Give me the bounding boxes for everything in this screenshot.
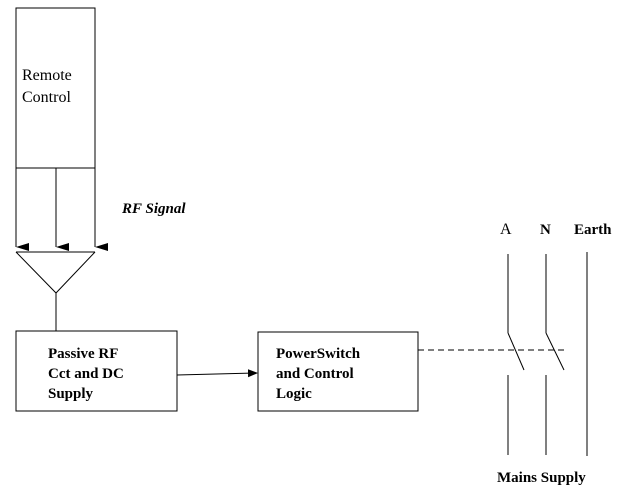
remote-control-block: Remote Control bbox=[15, 7, 96, 169]
passive-rf-label-line3: Supply bbox=[48, 386, 94, 402]
remote-control-box bbox=[15, 7, 96, 169]
switch-line-a bbox=[507, 254, 525, 455]
antenna-icon bbox=[15, 251, 96, 331]
power-switch-block: PowerSwitch and Control Logic bbox=[257, 331, 419, 412]
passive-rf-block: Passive RF Cct and DC Supply bbox=[15, 330, 178, 412]
rf-signal-label: RF Signal bbox=[121, 201, 186, 217]
power-switch-box bbox=[257, 331, 419, 412]
mains-label-earth: Earth bbox=[574, 222, 612, 238]
switch-line-n bbox=[545, 254, 565, 455]
passive-rf-label-line2: Cct and DC bbox=[48, 366, 124, 382]
remote-control-label-line2: Control bbox=[22, 89, 71, 106]
connection-arrow bbox=[176, 369, 258, 378]
mains-label-a: A bbox=[500, 221, 512, 238]
power-switch-label-line2: and Control bbox=[276, 366, 354, 382]
mains-supply-label: Mains Supply bbox=[497, 470, 586, 486]
power-switch-label-line1: PowerSwitch bbox=[276, 346, 361, 362]
mains-label-n: N bbox=[540, 222, 551, 238]
passive-rf-box bbox=[15, 330, 178, 412]
remote-control-label-line1: Remote bbox=[22, 67, 72, 84]
passive-rf-label-line1: Passive RF bbox=[48, 346, 118, 362]
rf-signal-arrows bbox=[15, 168, 108, 251]
power-switch-label-line3: Logic bbox=[276, 386, 312, 402]
